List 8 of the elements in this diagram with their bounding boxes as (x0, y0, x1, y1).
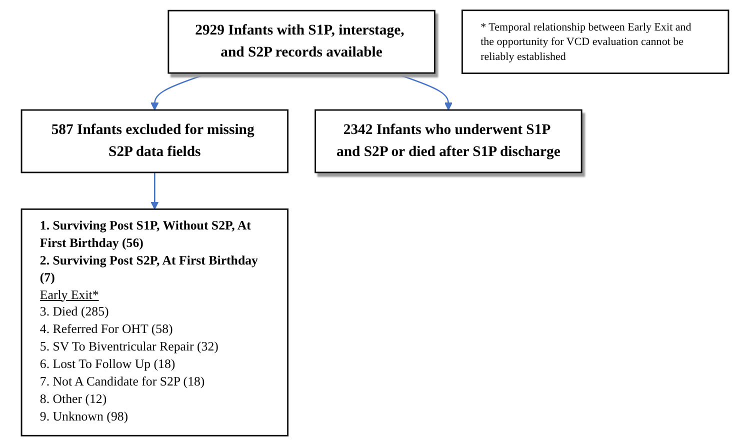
node-box: 1. Surviving Post S1P, Without S2P, At First Birthday (56) 2. Surviving Post S2P, At First Birthday (7) Early Exit* 3. Died (285) 4. Referred For OHT (58) 5. SV To Biventricular Repair (32) 6. Lost To Follow Up (18) 7. Not A Candidate for S2P (18) 8. Other (12) 9. Unknown (98) (20, 208, 289, 436)
arrow (393, 72, 452, 110)
node-box: 2929 Infants with S1P, interstage, and S2P records available (168, 10, 436, 74)
node-box: 2342 Infants who underwent S1P and S2P or died after S1P discharge (314, 109, 582, 174)
node-box: 587 Infants excluded for missing S2P data fields (20, 109, 289, 174)
arrow (150, 172, 159, 210)
node-box: * Temporal relationship between Early Exit and the opportunity for VCD evaluation cannot be reliably established (461, 10, 730, 74)
arrow (150, 72, 210, 110)
